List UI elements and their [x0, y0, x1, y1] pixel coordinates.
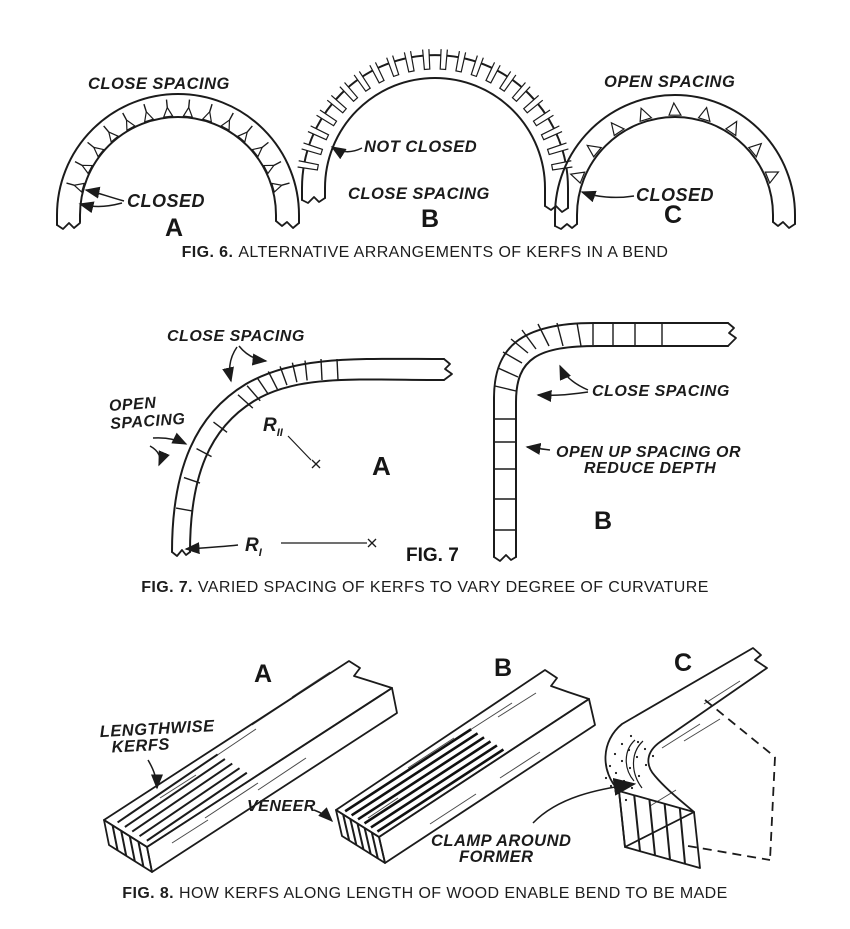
- close-spacing-arrow-a2: [238, 345, 268, 366]
- fig7-caption-number: FIG. 7.: [141, 579, 193, 596]
- fig8-caption: FIG. 8. HOW KERFS ALONG LENGTH OF WOOD EN…: [0, 885, 850, 903]
- fig6-caption-text: ALTERNATIVE ARRANGEMENTS OF KERFS IN A B…: [238, 244, 669, 261]
- bar-c: [604, 647, 776, 869]
- fig7a-letter: A: [372, 451, 391, 481]
- svg-text:KERFS: KERFS: [111, 735, 170, 756]
- closed-leader-arrow-a2: [78, 201, 123, 214]
- label-open-spacing-7a: OPEN SPACING: [108, 395, 186, 433]
- label-closed-c: CLOSED: [636, 185, 714, 205]
- bar-a-kerfs: [111, 753, 248, 867]
- close-spacing-arrow-a1: [222, 346, 238, 383]
- fig7b-band: [493, 322, 737, 562]
- radius-ii-center-mark: [311, 459, 321, 469]
- arch-b-letter: B: [421, 205, 439, 233]
- closed-leader-arrow-a1: [84, 186, 125, 202]
- kerf-slots-arch-b: [297, 49, 573, 171]
- kerf-ticks-arch-c: [569, 101, 780, 185]
- arch-c-band: [554, 94, 796, 230]
- label-close-spacing-b: CLOSE SPACING: [348, 185, 490, 203]
- clamp-former-arrow: [532, 777, 637, 824]
- bar-a: [103, 660, 398, 873]
- bend-dot-shading: [604, 734, 655, 802]
- fig6-caption: FIG. 6.ALTERNATIVE ARRANGEMENTS OF KERFS…: [0, 244, 850, 262]
- fig7a-band: [171, 357, 453, 557]
- svg-text:OPEN: OPEN: [108, 395, 156, 415]
- label-close-spacing-7a: CLOSE SPACING: [167, 328, 305, 345]
- fig6-illustration: CLOSE SPACING CLOSED A NOT CLOSED CLOSE …: [56, 49, 796, 242]
- label-closed-a: CLOSED: [127, 191, 205, 211]
- kerf-ticks-arch-a: [66, 99, 290, 194]
- fig8-caption-text: HOW KERFS ALONG LENGTH OF WOOD ENABLE BE…: [179, 885, 728, 902]
- arch-a-letter: A: [165, 214, 183, 242]
- fig7b-kerf-ticks: [494, 322, 663, 531]
- fig8c-letter: C: [674, 649, 692, 677]
- label-veneer: VENEER: [247, 798, 316, 815]
- label-close-spacing-7b: CLOSE SPACING: [592, 383, 730, 400]
- fig8a-letter: A: [254, 660, 272, 688]
- svg-text:SPACING: SPACING: [110, 411, 186, 433]
- label-open-up-line2: REDUCE DEPTH: [584, 460, 716, 477]
- bar-c-laminae: [633, 795, 686, 864]
- open-up-spacing-arrow: [525, 442, 551, 455]
- former-dashed-edge: [769, 756, 776, 861]
- wood-grain-lines: [159, 671, 741, 844]
- fig7a-kerf-ticks: [175, 358, 339, 512]
- lengthwise-kerfs-arrow: [147, 759, 163, 790]
- bar-b-kerfs-veneer: [342, 728, 505, 859]
- label-open-spacing-c: OPEN SPACING: [604, 73, 735, 91]
- fig6-caption-number: FIG. 6.: [181, 244, 234, 261]
- label-clamp-around: CLAMP AROUND: [431, 832, 571, 850]
- label-former: FORMER: [459, 848, 534, 866]
- label-open-up-line1: OPEN UP SPACING OR: [556, 444, 741, 461]
- radius-i-label: RI: [245, 535, 263, 559]
- radius-i-center-mark: [367, 538, 377, 548]
- open-spacing-arrow-a1: [152, 432, 188, 445]
- radius-ii-line: [287, 435, 312, 461]
- label-not-closed-b: NOT CLOSED: [364, 138, 477, 156]
- former-dashed-edge: [687, 845, 771, 861]
- arch-a-band: [56, 93, 300, 230]
- label-lengthwise-kerfs: LENGTHWISE KERFS: [99, 717, 215, 756]
- fig8-caption-number: FIG. 8.: [122, 885, 174, 902]
- fig7-illustration: CLOSE SPACING OPEN SPACING RII RI A FIG.…: [108, 322, 741, 566]
- radius-i-arrow: [184, 542, 239, 555]
- fig7-caption-text: VARIED SPACING OF KERFS TO VARY DEGREE O…: [197, 579, 709, 596]
- fig8b-letter: B: [494, 654, 512, 682]
- fig7b-letter: B: [594, 507, 612, 535]
- label-close-spacing-a: CLOSE SPACING: [88, 75, 230, 93]
- arch-c-letter: C: [664, 201, 682, 229]
- open-spacing-arrow-a2: [149, 445, 170, 467]
- not-closed-leader-arrow: [330, 146, 363, 160]
- close-spacing-arrow-b2: [536, 389, 589, 402]
- fig7-inline-label: FIG. 7: [406, 545, 459, 566]
- veneer-arrow: [313, 807, 334, 823]
- close-spacing-arrow-b1: [559, 364, 589, 391]
- fig7-caption: FIG. 7.VARIED SPACING OF KERFS TO VARY D…: [0, 579, 850, 597]
- fig8-illustration: LENGTHWISE KERFS VENEER CLAMP AROUND FOR…: [99, 647, 776, 873]
- former-dashed-edge: [704, 699, 776, 758]
- closed-leader-arrow-c: [580, 190, 635, 203]
- radius-ii-label: RII: [263, 415, 284, 439]
